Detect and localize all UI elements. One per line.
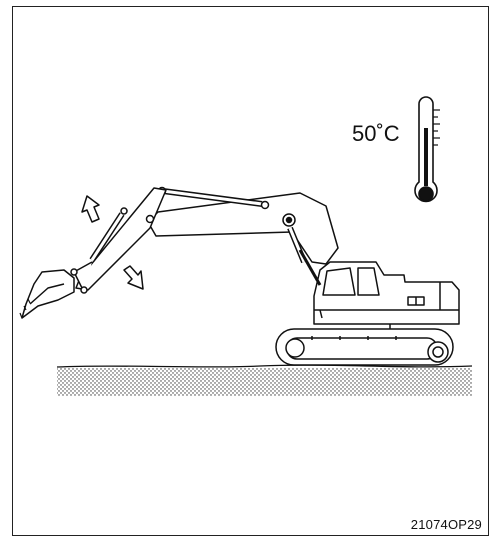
ground (56, 364, 473, 396)
excavator-boom (147, 186, 339, 286)
excavator-bucket (19, 269, 75, 319)
up-arrow-icon (81, 195, 100, 223)
thermometer-icon (414, 96, 440, 203)
excavator-body (275, 261, 460, 366)
temperature-label: 50˚C (352, 121, 400, 146)
down-arrow-icon (123, 265, 144, 290)
excavator-arm (70, 187, 167, 294)
figure-frame (12, 6, 489, 536)
figure-caption: 21074OP29 (410, 517, 482, 532)
